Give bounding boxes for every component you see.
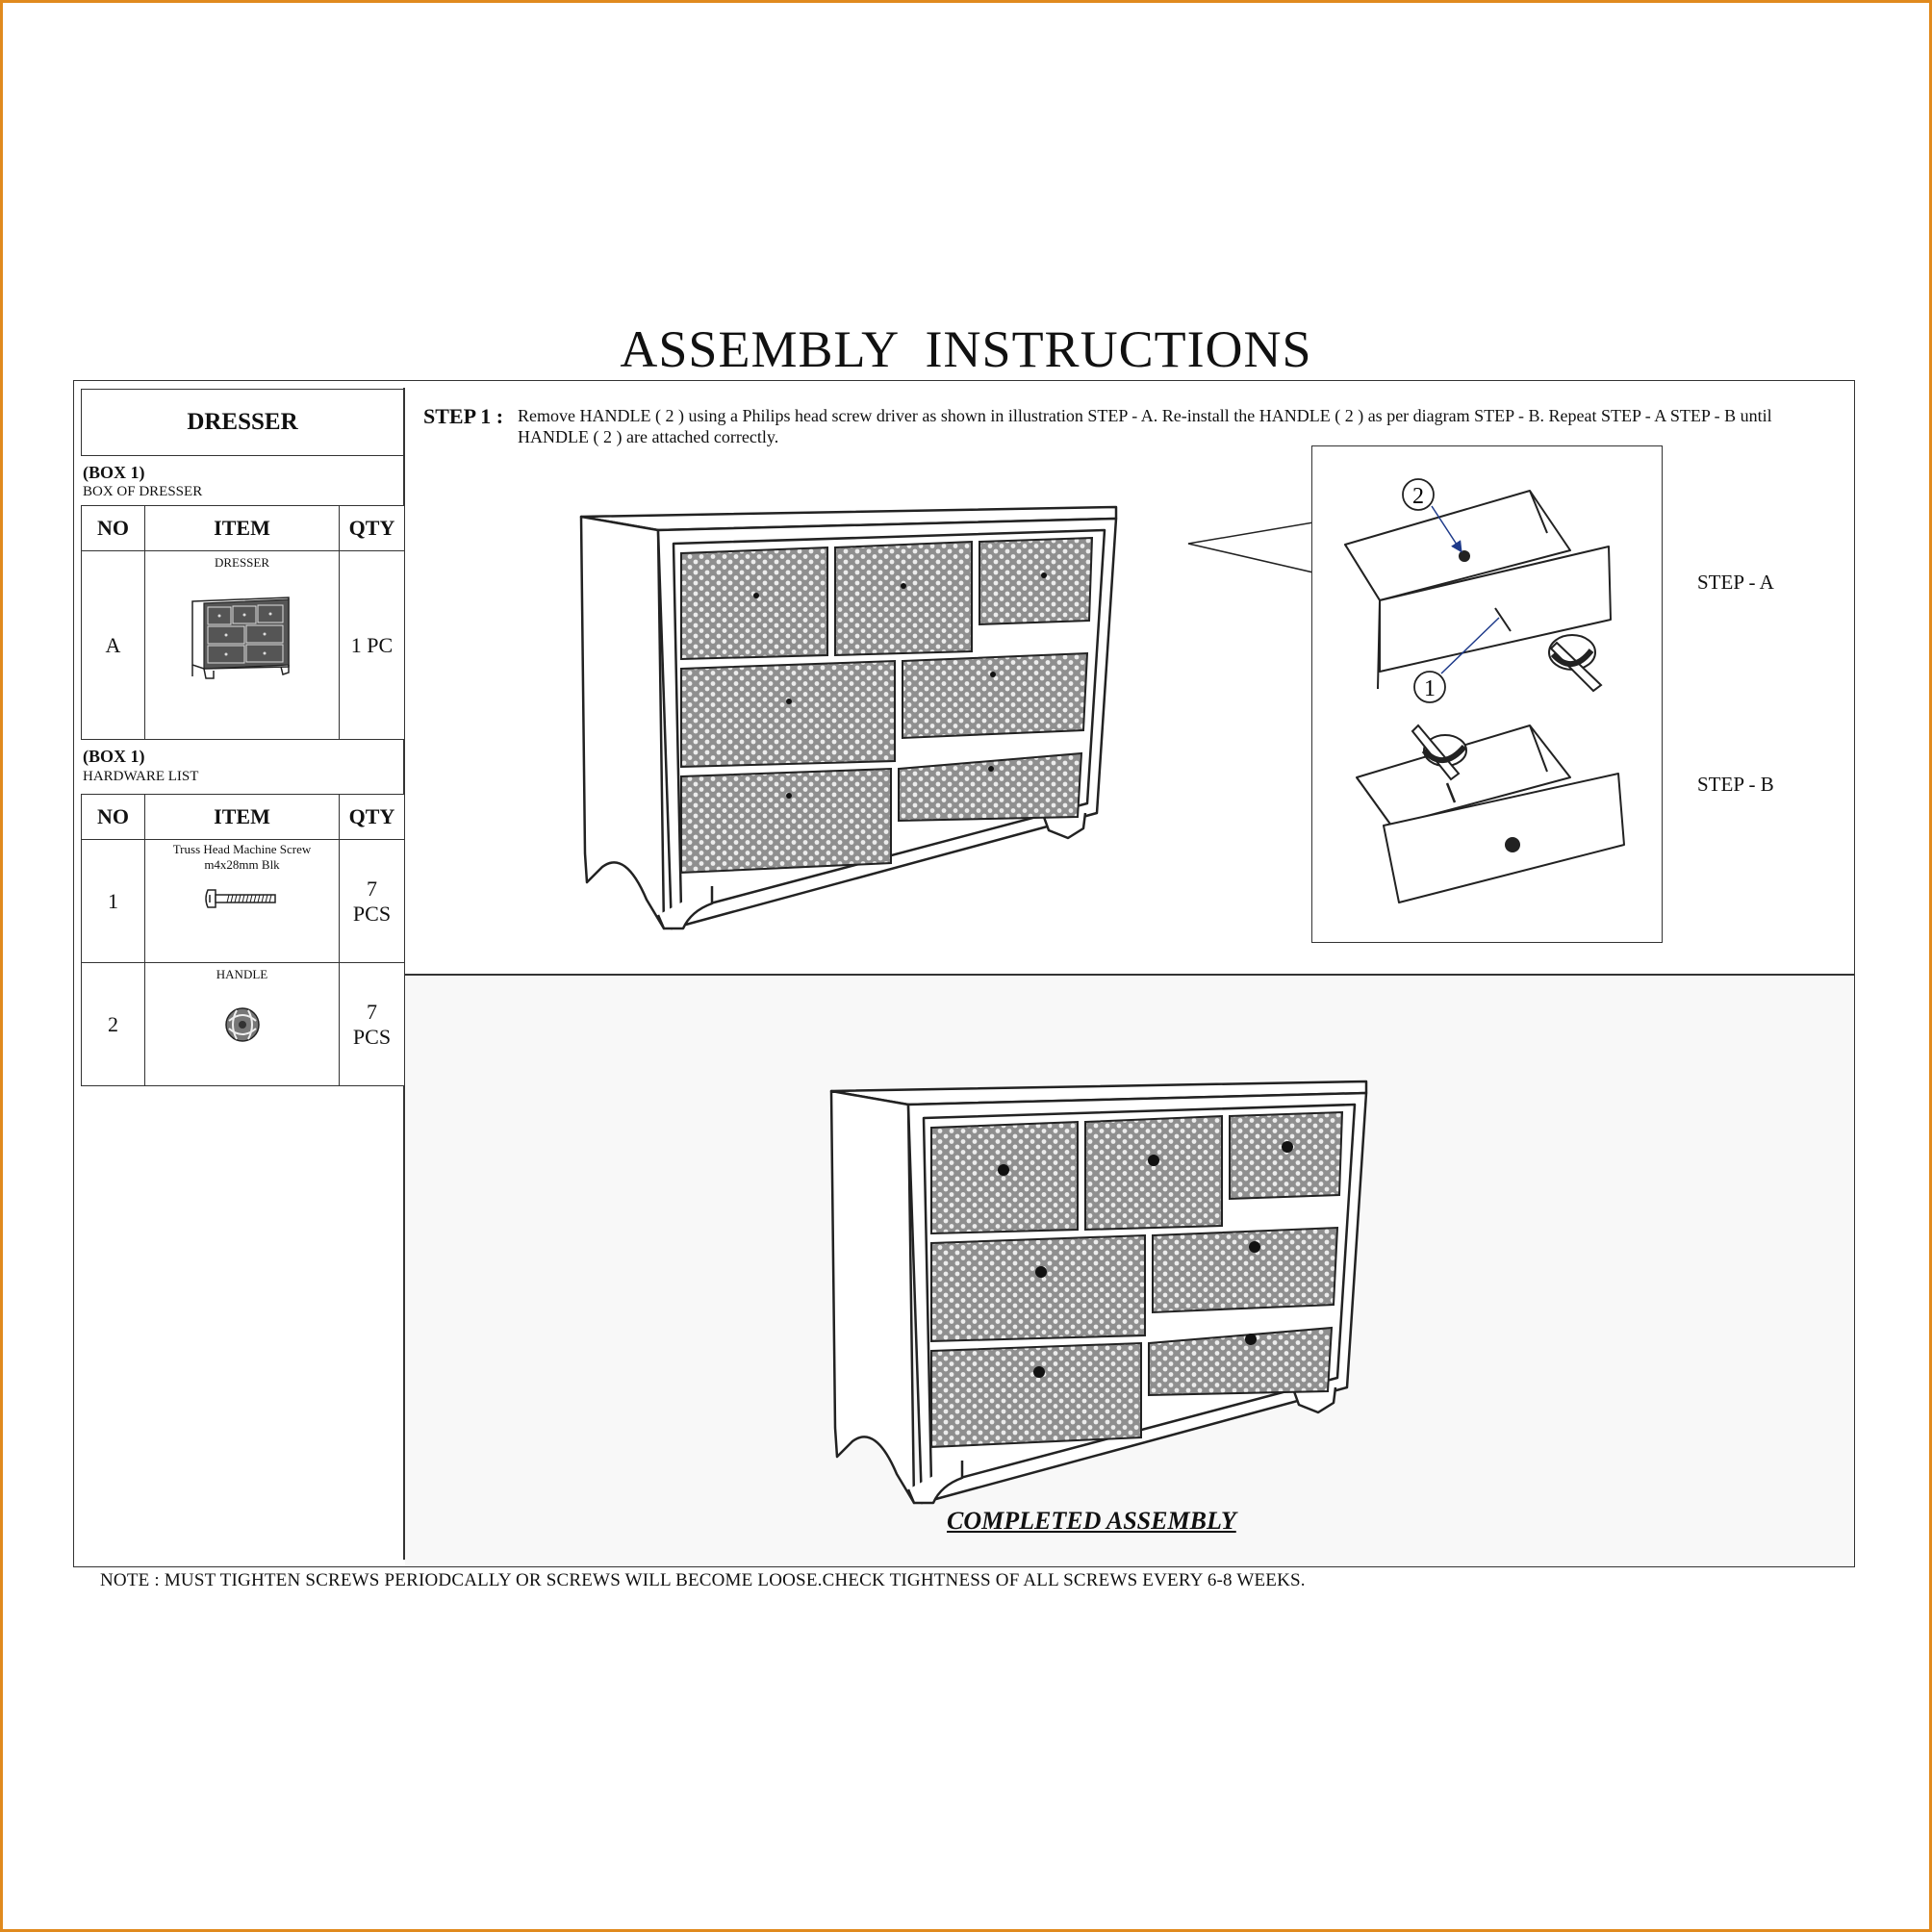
box-label: (BOX 1) [83,463,145,482]
table-header-row: NO ITEM QTY [81,794,405,840]
dresser-thumbnail [191,597,290,679]
detail-inset: 2 1 [1311,445,1663,943]
row-no: A [81,550,145,740]
row-qty: 1 PC [339,550,405,740]
header-no: NO [81,794,145,840]
product-heading: DRESSER [81,389,404,456]
qty-unit: PCS [352,1024,392,1049]
step-b-label: STEP - B [1697,773,1774,796]
page-title: ASSEMBLY INSTRUCTIONS [620,320,1312,378]
hardware-table: NO ITEM QTY 1 Truss Head Machine Screw m… [81,794,405,1086]
dresser-illustration-step [579,505,1118,930]
qty-number: 7 [367,876,377,901]
step-1-label: STEP 1 : [423,404,504,428]
row-item: HANDLE [144,962,340,1086]
hardware-sub-label: HARDWARE LIST [83,769,199,784]
callout-1: 1 [1424,676,1436,701]
drawer-step-b [1356,724,1625,903]
item-label: DRESSER [214,555,270,570]
header-qty: QTY [339,505,405,551]
item-label: Truss Head Machine Screw m4x28mm Blk [172,842,312,872]
table-row: 1 Truss Head Machine Screw m4x28mm Blk 7… [81,839,405,963]
dresser-illustration-completed [829,1080,1368,1505]
maintenance-note: NOTE : MUST TIGHTEN SCREWS PERIODCALLY O… [100,1570,1306,1590]
step-a-label: STEP - A [1697,571,1774,594]
drawer-step-a: 2 1 [1344,478,1612,703]
header-qty: QTY [339,794,405,840]
hardware-box-label: (BOX 1) [83,747,145,766]
item-label: HANDLE [216,967,268,981]
row-item: DRESSER [144,550,340,740]
header-item: ITEM [144,794,340,840]
screwdriver-icon-a [1548,634,1603,693]
callout-2: 2 [1412,484,1424,509]
screw-icon [204,889,276,908]
detail-pointer [1187,521,1314,573]
screwdriver-icon-b [1411,724,1467,781]
table-row: A DRESSER 1 PC [81,550,405,740]
qty-unit: PCS [352,901,392,926]
row-qty: 7 PCS [339,839,405,963]
table-header-row: NO ITEM QTY [81,505,405,551]
header-item: ITEM [144,505,340,551]
row-no: 2 [81,962,145,1086]
row-no: 1 [81,839,145,963]
box-contents-table: NO ITEM QTY A DRESSER 1 PC [81,505,405,740]
box-sub-label: BOX OF DRESSER [83,484,203,499]
qty-number: 7 [367,999,377,1024]
step-1-instructions: Remove HANDLE ( 2 ) using a Philips head… [518,406,1772,446]
row-divider [404,974,1855,976]
completed-assembly-label: COMPLETED ASSEMBLY [947,1507,1236,1535]
table-row: 2 HANDLE 7 PCS [81,962,405,1086]
row-qty: 7 PCS [339,962,405,1086]
handle-icon [224,1007,260,1042]
row-item: Truss Head Machine Screw m4x28mm Blk [144,839,340,963]
header-no: NO [81,505,145,551]
